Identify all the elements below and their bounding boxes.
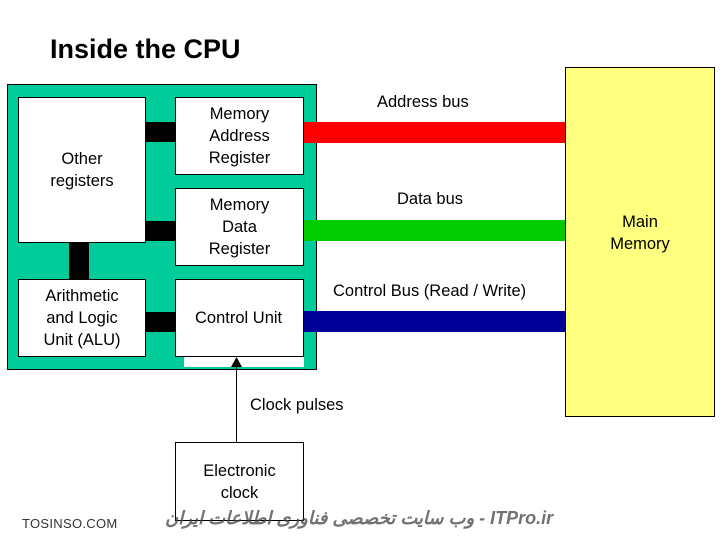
control-bus	[304, 311, 565, 332]
connector-registers-alu	[69, 242, 89, 280]
alu-label-3: Unit (ALU)	[43, 331, 121, 349]
mdr-label-3: Register	[208, 240, 271, 258]
alu-label-2: and Logic	[46, 309, 118, 327]
data-bus-label: Data bus	[397, 190, 464, 208]
control-unit-box: Control Unit	[175, 279, 304, 357]
alu-label-1: Arithmetic	[45, 287, 119, 305]
electronic-clock-label-2: clock	[220, 483, 259, 502]
clock-pulses-label: Clock pulses	[250, 396, 344, 414]
main-memory-label: Main Memory	[565, 211, 715, 255]
mar-label-2: Address	[209, 127, 270, 145]
electronic-clock-box: Electronic clock	[175, 442, 304, 521]
connector-registers-mar	[145, 122, 176, 142]
other-registers-label-2: registers	[50, 172, 114, 190]
footer-watermark-right: ITPro.ir - وب سایت تخصصی فناوری اطلاعات …	[165, 508, 554, 528]
control-bus-label: Control Bus (Read / Write)	[333, 282, 527, 300]
memory-address-register-box: Memory Address Register	[175, 97, 304, 175]
control-unit-tab	[184, 357, 304, 367]
mdr-label-1: Memory	[209, 196, 270, 214]
address-bus	[304, 122, 565, 143]
clock-pulse-line	[236, 364, 237, 442]
main-memory-label-2: Memory	[610, 235, 670, 253]
clock-arrow-icon	[231, 357, 242, 367]
other-registers-box: Other registers	[18, 97, 146, 243]
connector-registers-mdr	[145, 221, 176, 241]
main-memory-box	[565, 67, 715, 417]
mar-label-3: Register	[208, 149, 271, 167]
other-registers-label-1: Other	[61, 150, 103, 168]
memory-data-register-box: Memory Data Register	[175, 188, 304, 266]
alu-box: Arithmetic and Logic Unit (ALU)	[18, 279, 146, 357]
connector-alu-control	[145, 312, 176, 332]
diagram-title: Inside the CPU	[50, 34, 241, 64]
footer-watermark-left: TOSINSO.COM	[22, 516, 118, 531]
address-bus-label: Address bus	[377, 93, 469, 111]
data-bus	[304, 220, 565, 241]
mdr-label-2: Data	[222, 218, 257, 236]
main-memory-label-1: Main	[622, 213, 658, 231]
control-unit-label: Control Unit	[195, 309, 283, 327]
mar-label-1: Memory	[209, 105, 270, 123]
electronic-clock-label-1: Electronic	[203, 461, 276, 480]
